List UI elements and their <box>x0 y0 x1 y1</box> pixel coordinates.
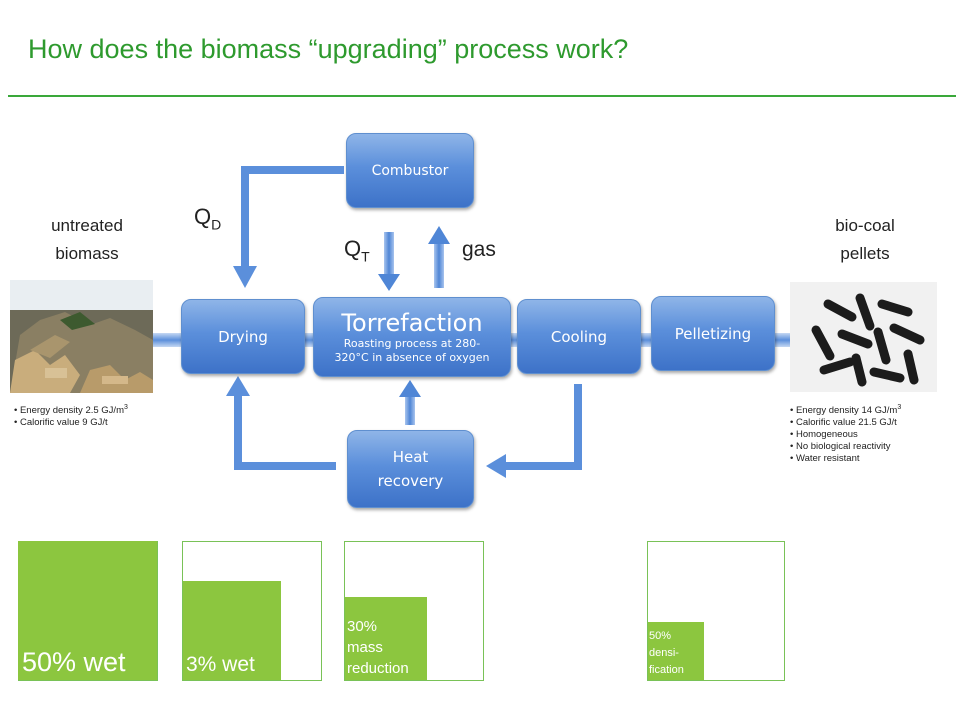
heat-up-arrow-head <box>399 380 421 397</box>
untreated-bullets: Energy density 2.5 GJ/m3 Calorific value… <box>14 402 128 429</box>
heat-to-drying-arrow <box>234 394 336 470</box>
untreated-label-line1: untreated <box>51 216 123 235</box>
untreated-bullet: Calorific value 9 GJ/t <box>14 417 128 429</box>
bio-coal-bullets: Energy density 14 GJ/m3 Calorific value … <box>790 402 901 465</box>
square-label-3: 30% mass reduction <box>347 618 409 677</box>
heat-recovery-box: Heat recovery <box>347 430 474 508</box>
gas-arrow-shaft <box>434 242 444 288</box>
biocoal-label-line2: pellets <box>840 244 890 263</box>
cooling-box: Cooling <box>517 299 641 374</box>
cooling-to-heat-arrow-head <box>486 454 506 478</box>
bio-coal-label: bio-coal pellets <box>800 212 930 268</box>
square-frame-3 <box>344 541 484 681</box>
bio-coal-bullet: Calorific value 21.5 GJ/t <box>790 417 901 429</box>
pelletizing-box: Pelletizing <box>651 296 775 371</box>
square-label-1: 50% wet <box>22 647 126 677</box>
untreated-biomass-photo <box>10 280 153 393</box>
biocoal-label-line1: bio-coal <box>835 216 895 235</box>
qt-arrow-shaft <box>384 232 394 276</box>
title-divider <box>8 95 956 97</box>
qd-arrow <box>241 166 344 268</box>
bio-coal-bullet: Water resistant <box>790 453 901 465</box>
bio-coal-bullet: Homogeneous <box>790 429 901 441</box>
drying-box: Drying <box>181 299 305 374</box>
square-label-4: 50% densi- fication <box>649 630 684 676</box>
bio-coal-pellets-photo <box>790 282 937 392</box>
qd-label: QD <box>194 204 222 233</box>
heat-up-arrow-shaft <box>405 395 415 425</box>
untreated-biomass-label: untreated biomass <box>22 212 152 268</box>
untreated-label-line2: biomass <box>55 244 119 263</box>
bio-coal-bullet: Energy density 14 GJ/m3 <box>790 402 901 417</box>
square-fill-1 <box>18 541 157 680</box>
qd-arrow-head <box>233 266 257 288</box>
heat-to-drying-arrow-head <box>226 376 250 396</box>
untreated-bullet: Energy density 2.5 GJ/m3 <box>14 402 128 417</box>
qt-arrow-head <box>378 274 400 291</box>
square-fill-3 <box>345 597 427 680</box>
qt-label: QT <box>344 236 370 265</box>
gas-label: gas <box>462 238 496 261</box>
square-fill-4 <box>648 622 704 680</box>
gas-arrow-head <box>428 226 450 244</box>
page-title: How does the biomass “upgrading” process… <box>28 34 629 64</box>
bio-coal-bullet: No biological reactivity <box>790 441 901 453</box>
square-frame-4 <box>647 541 785 681</box>
square-frame-2 <box>182 541 322 681</box>
combustor-box: Combustor <box>346 133 474 208</box>
square-fill-2 <box>183 581 281 680</box>
torrefaction-box: Torrefaction Roasting process at 280- 32… <box>313 297 511 377</box>
square-label-2: 3% wet <box>186 653 255 676</box>
cooling-to-heat-arrow <box>504 384 582 470</box>
